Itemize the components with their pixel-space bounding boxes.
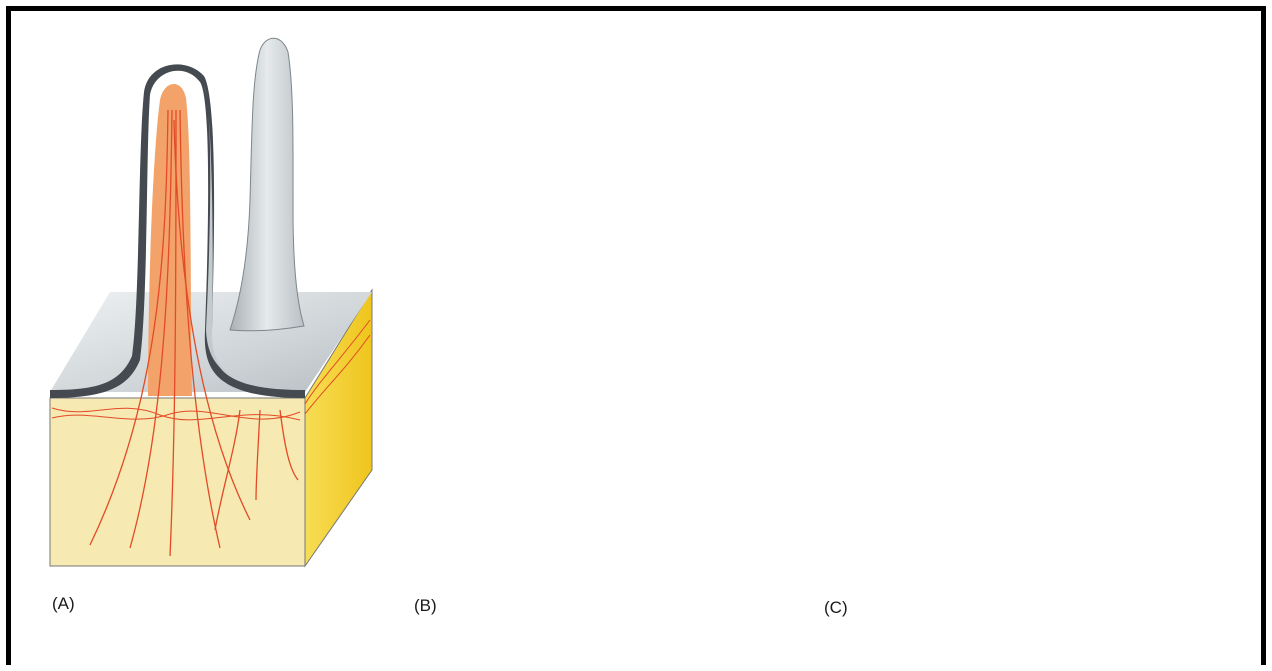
- panel-a-drawing: [50, 38, 372, 566]
- panel-label-c: (C): [824, 598, 848, 618]
- panel-label-a: (A): [52, 594, 75, 614]
- panel-label-b: (B): [414, 596, 437, 616]
